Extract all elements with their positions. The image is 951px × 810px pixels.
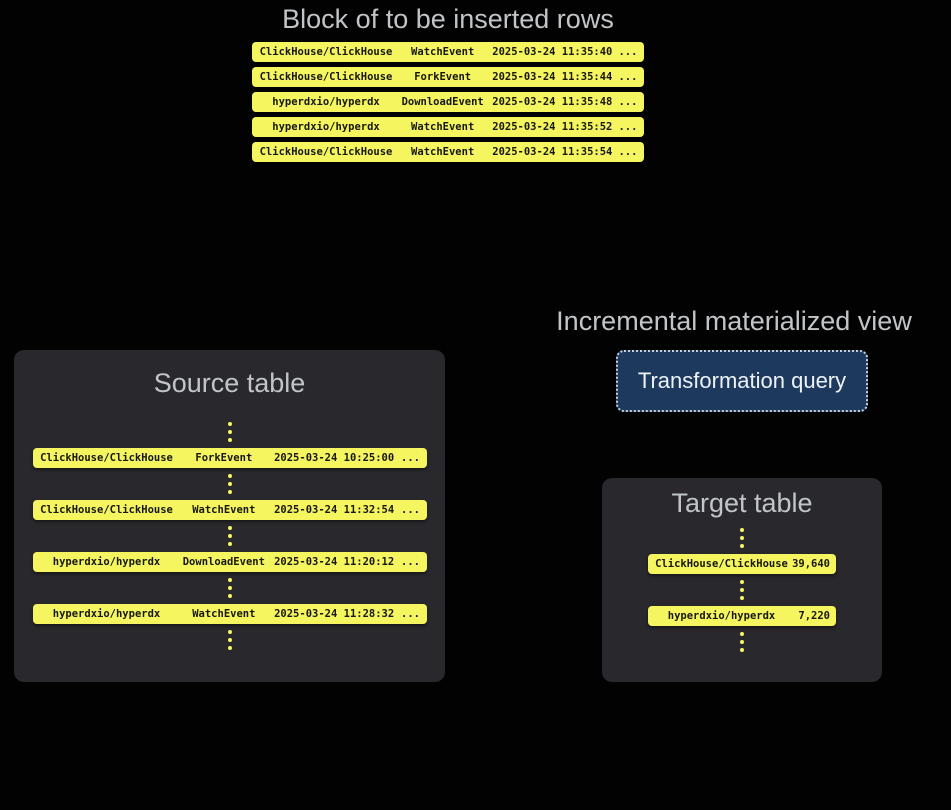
row-ellipsis: ... — [401, 608, 420, 620]
row-ellipsis: ... — [401, 452, 420, 464]
insert-block-title: Block of to be inserted rows — [282, 4, 614, 34]
row-repo: ClickHouse/ClickHouse — [259, 146, 393, 158]
row-ellipsis: ... — [618, 96, 638, 108]
insert-block: ClickHouse/ClickHouse WatchEvent 2025-03… — [252, 42, 644, 167]
row-ellipsis: ... — [618, 71, 638, 83]
row-event: WatchEvent — [411, 121, 475, 133]
row-timestamp: 2025-03-24 10:25:00 — [274, 452, 395, 464]
row-timestamp: 2025-03-24 11:20:12 — [274, 556, 395, 568]
materialized-view-title: Incremental materialized view — [556, 306, 912, 336]
ellipsis-dots — [740, 578, 744, 602]
source-table-panel: Source table ClickHouse/ClickHouse ForkE… — [14, 350, 445, 682]
ellipsis-dots — [740, 630, 744, 654]
row-ellipsis: ... — [618, 146, 638, 158]
row-ellipsis: ... — [401, 504, 420, 516]
row-timestamp: 2025-03-24 11:35:44 — [492, 71, 613, 83]
insert-row: ClickHouse/ClickHouse ForkEvent 2025-03-… — [252, 67, 644, 87]
ellipsis-dots — [740, 526, 744, 550]
insert-row: hyperdxio/hyperdx DownloadEvent 2025-03-… — [252, 92, 644, 112]
source-row: ClickHouse/ClickHouse WatchEvent 2025-03… — [32, 500, 427, 520]
row-event: WatchEvent — [192, 608, 256, 620]
row-ellipsis: ... — [401, 556, 420, 568]
row-repo: ClickHouse/ClickHouse — [259, 46, 393, 58]
row-count: 39,640 — [792, 558, 830, 570]
ellipsis-dots — [227, 472, 232, 496]
row-repo: ClickHouse/ClickHouse — [40, 452, 173, 464]
source-table-title: Source table — [153, 368, 306, 398]
row-ellipsis: ... — [618, 46, 638, 58]
row-event: DownloadEvent — [182, 556, 265, 568]
row-event: DownloadEvent — [401, 96, 484, 108]
target-table-panel: Target table ClickHouse/ClickHouse 39,64… — [602, 478, 882, 682]
transformation-query-button[interactable]: Transformation query — [616, 350, 868, 412]
insert-row: ClickHouse/ClickHouse WatchEvent 2025-03… — [252, 42, 644, 62]
ellipsis-dots — [227, 524, 232, 548]
row-timestamp: 2025-03-24 11:32:54 — [274, 504, 395, 516]
row-event: WatchEvent — [411, 146, 475, 158]
row-repo: hyperdxio/hyperdx — [52, 556, 161, 568]
row-event: WatchEvent — [411, 46, 475, 58]
insert-row: hyperdxio/hyperdx WatchEvent 2025-03-24 … — [252, 117, 644, 137]
row-timestamp: 2025-03-24 11:35:48 — [492, 96, 613, 108]
row-repo: hyperdxio/hyperdx — [272, 96, 380, 108]
transformation-query-label: Transformation query — [637, 368, 847, 393]
source-row: hyperdxio/hyperdx DownloadEvent 2025-03-… — [32, 552, 427, 572]
insert-row: ClickHouse/ClickHouse WatchEvent 2025-03… — [252, 142, 644, 162]
target-row: ClickHouse/ClickHouse 39,640 — [648, 554, 836, 574]
row-timestamp: 2025-03-24 11:35:52 — [492, 121, 613, 133]
ellipsis-dots — [227, 576, 232, 600]
source-row: ClickHouse/ClickHouse ForkEvent 2025-03-… — [32, 448, 427, 468]
row-repo: ClickHouse/ClickHouse — [655, 558, 788, 570]
row-event: ForkEvent — [195, 452, 253, 464]
row-repo: ClickHouse/ClickHouse — [259, 71, 393, 83]
row-timestamp: 2025-03-24 11:28:32 — [274, 608, 395, 620]
row-event: WatchEvent — [192, 504, 256, 516]
row-event: ForkEvent — [414, 71, 472, 83]
source-row: hyperdxio/hyperdx WatchEvent 2025-03-24 … — [32, 604, 427, 624]
row-repo: ClickHouse/ClickHouse — [40, 504, 173, 516]
row-count: 7,220 — [798, 610, 830, 622]
target-row: hyperdxio/hyperdx 7,220 — [648, 606, 836, 626]
ellipsis-dots — [227, 628, 232, 652]
ellipsis-dots — [227, 420, 232, 444]
target-table-title: Target table — [671, 488, 813, 518]
row-repo: hyperdxio/hyperdx — [667, 610, 776, 622]
row-ellipsis: ... — [618, 121, 638, 133]
row-repo: hyperdxio/hyperdx — [272, 121, 380, 133]
row-timestamp: 2025-03-24 11:35:40 — [492, 46, 613, 58]
row-timestamp: 2025-03-24 11:35:54 — [492, 146, 613, 158]
row-repo: hyperdxio/hyperdx — [52, 608, 161, 620]
